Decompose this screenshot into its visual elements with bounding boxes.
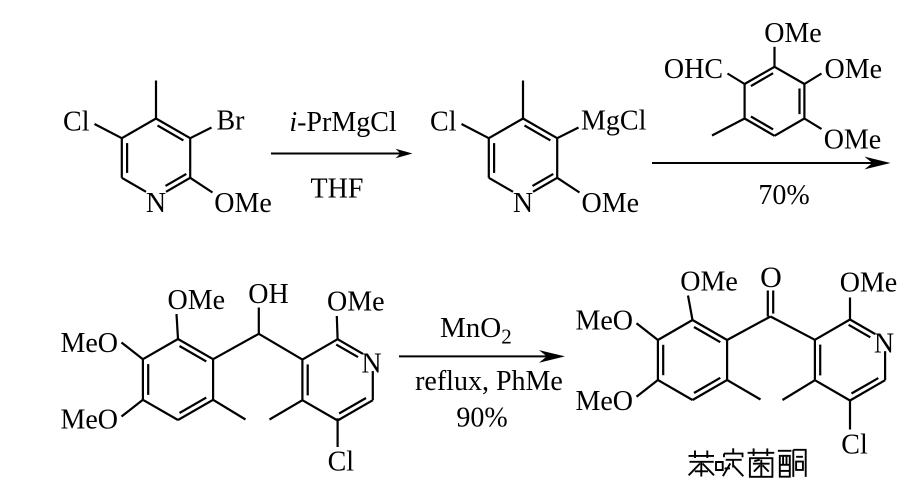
svg-text:Cl: Cl	[328, 447, 355, 478]
svg-text:OMe: OMe	[840, 268, 898, 299]
svg-text:Cl: Cl	[63, 106, 90, 137]
svg-text:Cl: Cl	[430, 106, 457, 137]
svg-text:OMe: OMe	[168, 285, 226, 316]
svg-text:MeO: MeO	[60, 328, 118, 359]
svg-text:THF: THF	[311, 174, 364, 205]
svg-text:90%: 90%	[456, 403, 507, 434]
svg-text:O: O	[760, 261, 782, 294]
svg-text:MeO: MeO	[575, 306, 633, 337]
svg-text:OH: OH	[248, 279, 288, 310]
svg-text:reflux, PhMe: reflux, PhMe	[415, 366, 563, 397]
svg-text:OMe: OMe	[680, 267, 738, 298]
svg-text:Cl: Cl	[841, 430, 868, 461]
svg-text:OMe: OMe	[214, 188, 272, 219]
svg-text:N: N	[361, 349, 381, 380]
svg-text:MnO2: MnO2	[440, 312, 512, 349]
svg-text:MeO: MeO	[575, 386, 633, 417]
svg-text:N: N	[146, 188, 166, 219]
svg-text:N: N	[513, 188, 533, 219]
svg-text:OMe: OMe	[825, 54, 883, 85]
svg-text:N: N	[874, 329, 894, 360]
svg-text:OMe: OMe	[327, 286, 385, 317]
svg-text:OHC: OHC	[664, 54, 723, 85]
svg-text:70%: 70%	[758, 180, 809, 211]
svg-text:OMe: OMe	[824, 125, 882, 156]
svg-text:MeO: MeO	[60, 405, 118, 436]
svg-text:MgCl: MgCl	[581, 106, 647, 137]
svg-text:OMe: OMe	[764, 18, 822, 49]
svg-text:Br: Br	[217, 106, 246, 137]
svg-text:i-PrMgCl: i-PrMgCl	[289, 107, 397, 138]
svg-text:OMe: OMe	[582, 188, 640, 219]
